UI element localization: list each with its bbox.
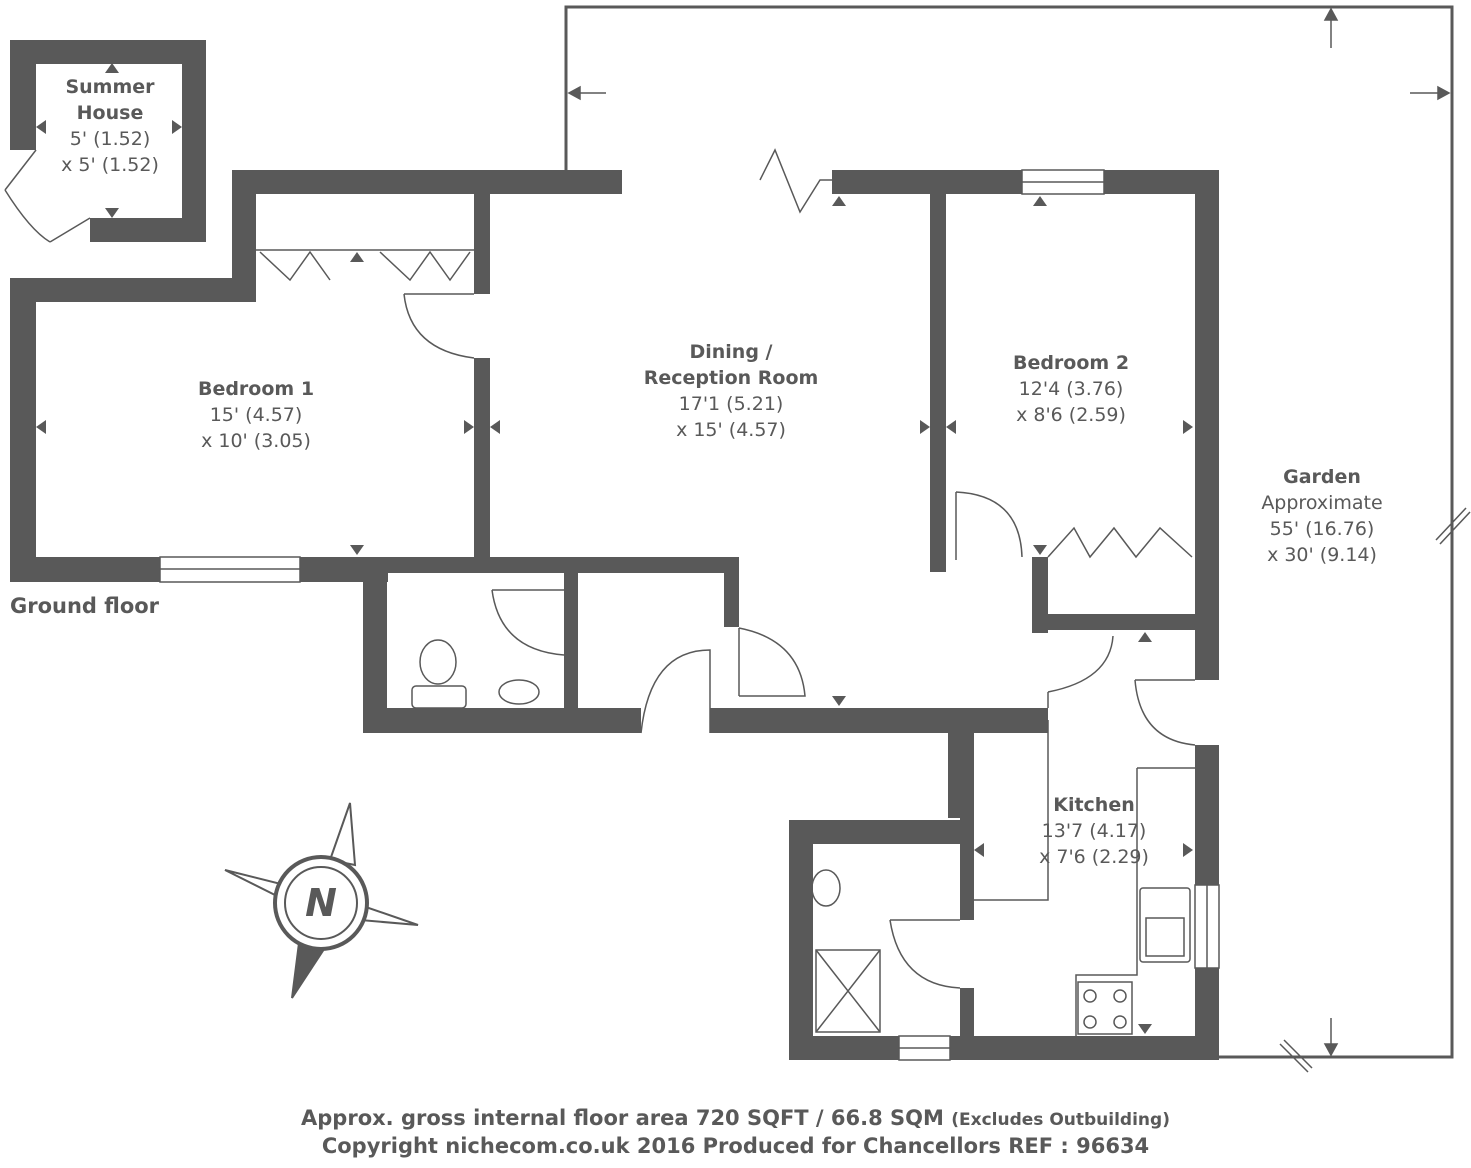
summer-house-dim-2: x 5' (1.52) — [61, 154, 159, 176]
dining-name-1: Dining / — [689, 341, 773, 363]
bedroom2-name: Bedroom 2 — [1012, 352, 1130, 374]
garden-label: Garden Approximate 55' (16.76) x 30' (9.… — [1261, 464, 1382, 568]
garden-arrows — [567, 7, 1451, 1057]
summer-house-dim-1: 5' (1.52) — [69, 128, 151, 150]
garden-note: Approximate — [1261, 492, 1383, 514]
windows — [159, 169, 1220, 1061]
garden-dim-2: x 30' (9.14) — [1267, 544, 1377, 566]
bedroom1-dim-2: x 10' (3.05) — [201, 430, 311, 452]
summer-house-name-1: Summer — [65, 76, 155, 98]
dining-name-2: Reception Room — [643, 367, 819, 389]
bedroom2-label: Bedroom 2 12'4 (3.76) x 8'6 (2.59) — [1013, 350, 1129, 428]
kitchen-dim-1: 13'7 (4.17) — [1041, 820, 1147, 842]
garden-dim-1: 55' (16.76) — [1269, 518, 1375, 540]
kitchen-label: Kitchen 13'7 (4.17) x 7'6 (2.29) — [1039, 792, 1149, 870]
kitchen-name: Kitchen — [1053, 794, 1135, 816]
bedroom1-name: Bedroom 1 — [197, 378, 315, 400]
walls — [10, 40, 1219, 1060]
footer-area-text: Approx. gross internal floor area 720 SQ… — [301, 1106, 944, 1130]
bedroom2-dim-2: x 8'6 (2.59) — [1016, 404, 1126, 426]
summer-house-label: Summer House 5' (1.52) x 5' (1.52) — [61, 74, 159, 178]
bedroom1-dim-1: 15' (4.57) — [209, 404, 303, 426]
floor-label: Ground floor — [10, 594, 160, 618]
bedroom2-dim-1: 12'4 (3.76) — [1018, 378, 1124, 400]
garden-boundary — [564, 5, 1454, 1059]
footer-area-note: (Excludes Outbuilding) — [951, 1110, 1170, 1130]
summer-house-name-2: House — [76, 102, 144, 124]
doors — [4, 148, 1196, 1036]
bedroom1-label: Bedroom 1 15' (4.57) x 10' (3.05) — [198, 376, 314, 454]
dining-dim-1: 17'1 (5.21) — [678, 393, 784, 415]
footer-area-line: Approx. gross internal floor area 720 SQ… — [0, 1106, 1471, 1130]
dining-dim-2: x 15' (4.57) — [676, 419, 786, 441]
compass-rose — [224, 802, 419, 999]
fixtures — [411, 639, 1191, 1035]
garden-name: Garden — [1283, 466, 1361, 488]
dimension-arrows — [36, 63, 1193, 1034]
footer-copyright: Copyright nichecom.co.uk 2016 Produced f… — [321, 1134, 1150, 1158]
garden-break-marks — [1279, 507, 1471, 1073]
compass-letter: N — [305, 881, 337, 925]
kitchen-dim-2: x 7'6 (2.29) — [1039, 846, 1149, 868]
dining-label: Dining / Reception Room 17'1 (5.21) x 15… — [644, 339, 819, 443]
